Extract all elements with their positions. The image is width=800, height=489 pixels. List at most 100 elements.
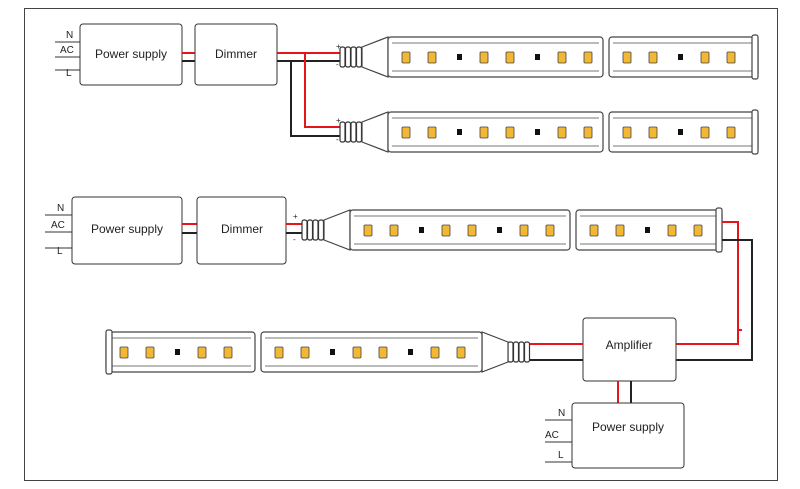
ac-input-2: N AC L [45,203,72,257]
led-chip [427,126,437,139]
n-label: N [558,408,565,419]
strip-connector [339,121,363,143]
resistor [457,54,462,60]
plus-label: + [336,42,341,51]
ac-label: AC [51,220,65,231]
led-chip [479,126,489,139]
diagram-frame [24,8,778,481]
led-strip-1b [339,109,759,155]
led-chip [622,51,632,64]
power-supply-1 [79,23,183,86]
diagram-2-amplified-run: N AC L Power supply Dimmer + - Amplifier [45,196,753,469]
led-strip-2a [301,207,723,253]
led-chip [430,346,440,359]
resistor [535,129,540,135]
led-chip [363,224,373,237]
connector-rib [518,341,525,363]
led-chip [274,346,284,359]
connector-rib [507,341,514,363]
led-chip [519,224,529,237]
led-chip [401,126,411,139]
resistor [535,54,540,60]
connector-rib [339,121,346,143]
led-chip [145,346,155,359]
led-chip [401,51,411,64]
dimmer-1 [194,23,278,86]
ac-label: AC [545,430,559,441]
strip-to-amp-neg [676,239,753,361]
connector-rib [350,121,357,143]
connector-rib [301,219,308,241]
strip-profile [387,36,604,78]
strip-end-cap [323,209,351,251]
minus-label: - [336,135,339,144]
led-chip [583,126,593,139]
plus-label: + [293,212,298,221]
strip-profile [260,331,483,373]
led-chip [352,346,362,359]
led-chip [557,51,567,64]
amplifier [582,317,677,382]
led-strip-1a [339,34,759,80]
resistor [330,349,335,355]
dimmer1-strip2-pos [304,53,340,128]
resistor [175,349,180,355]
led-chip [378,346,388,359]
led-chip [622,126,632,139]
led-chip [505,51,515,64]
resistor [419,227,424,233]
dimmer1-strip2-neg [290,61,340,137]
connector-rib [523,341,531,363]
led-chip [300,346,310,359]
minus-label: - [293,235,296,244]
led-chip [441,224,451,237]
l-label: L [66,68,72,79]
strip-profile [387,111,604,153]
led-chip [589,224,599,237]
resistor [678,54,683,60]
strip-end-cap [751,109,759,155]
power-supply-3-label: Power supply [592,420,664,434]
strip-to-amp-pos-in [676,330,739,345]
minus-label: - [336,60,339,69]
led-chip [648,126,658,139]
connector-rib [355,121,363,143]
l-label: L [558,450,564,461]
led-chip [700,51,710,64]
led-strip-2b [105,329,531,375]
power-supply-2 [71,196,183,265]
led-chip [427,51,437,64]
led-chip [119,346,129,359]
strip-connector [507,341,531,363]
ac-label: AC [60,45,74,56]
power-supply-1-label: Power supply [95,47,167,61]
led-chip [505,126,515,139]
dimmer-2 [196,196,287,265]
led-chip [223,346,233,359]
led-chip [197,346,207,359]
led-chip [479,51,489,64]
led-chip [693,224,703,237]
connector-rib [312,219,319,241]
led-chip [726,126,736,139]
led-chip [583,51,593,64]
strip-end-cap [361,36,389,78]
connector-rib [344,121,352,143]
strip-end-cap [715,207,723,253]
plus-label: + [336,116,341,125]
led-chip [648,51,658,64]
n-label: N [57,203,64,214]
led-chip [389,224,399,237]
led-chip [700,126,710,139]
led-chip [726,51,736,64]
strip-end-cap [751,34,759,80]
resistor [497,227,502,233]
led-chip [615,224,625,237]
resistor [678,129,683,135]
dimmer-1-label: Dimmer [215,47,257,61]
amplifier-label: Amplifier [606,338,653,352]
led-chip [456,346,466,359]
resistor [408,349,413,355]
l-label: L [57,246,63,257]
led-chip [667,224,677,237]
